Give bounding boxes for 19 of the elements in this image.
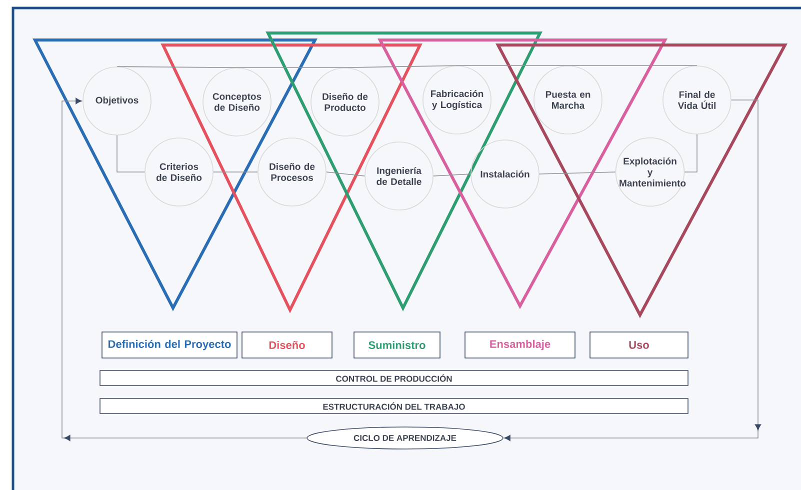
connector — [568, 65, 698, 66]
phase-box: Diseño — [242, 332, 332, 358]
connector — [504, 100, 762, 442]
connector — [236, 67, 346, 68]
connector — [326, 172, 365, 176]
connector — [433, 174, 471, 176]
phase-box: Uso — [590, 332, 688, 358]
phase-box: Definición del Proyecto — [102, 332, 238, 358]
connector — [456, 65, 568, 66]
connector — [539, 172, 616, 174]
band-box: CONTROL DE PRODUCCIÓN — [100, 370, 688, 386]
phase-box: Suministro — [354, 332, 440, 358]
connector — [116, 135, 146, 172]
connector — [684, 134, 698, 172]
connector — [116, 66, 238, 68]
phase-box: Ensamblaje — [464, 332, 576, 358]
band-box: ESTRUCTURACIÓN DEL TRABAJO — [100, 398, 688, 414]
connector — [62, 98, 307, 442]
connector — [344, 65, 458, 68]
